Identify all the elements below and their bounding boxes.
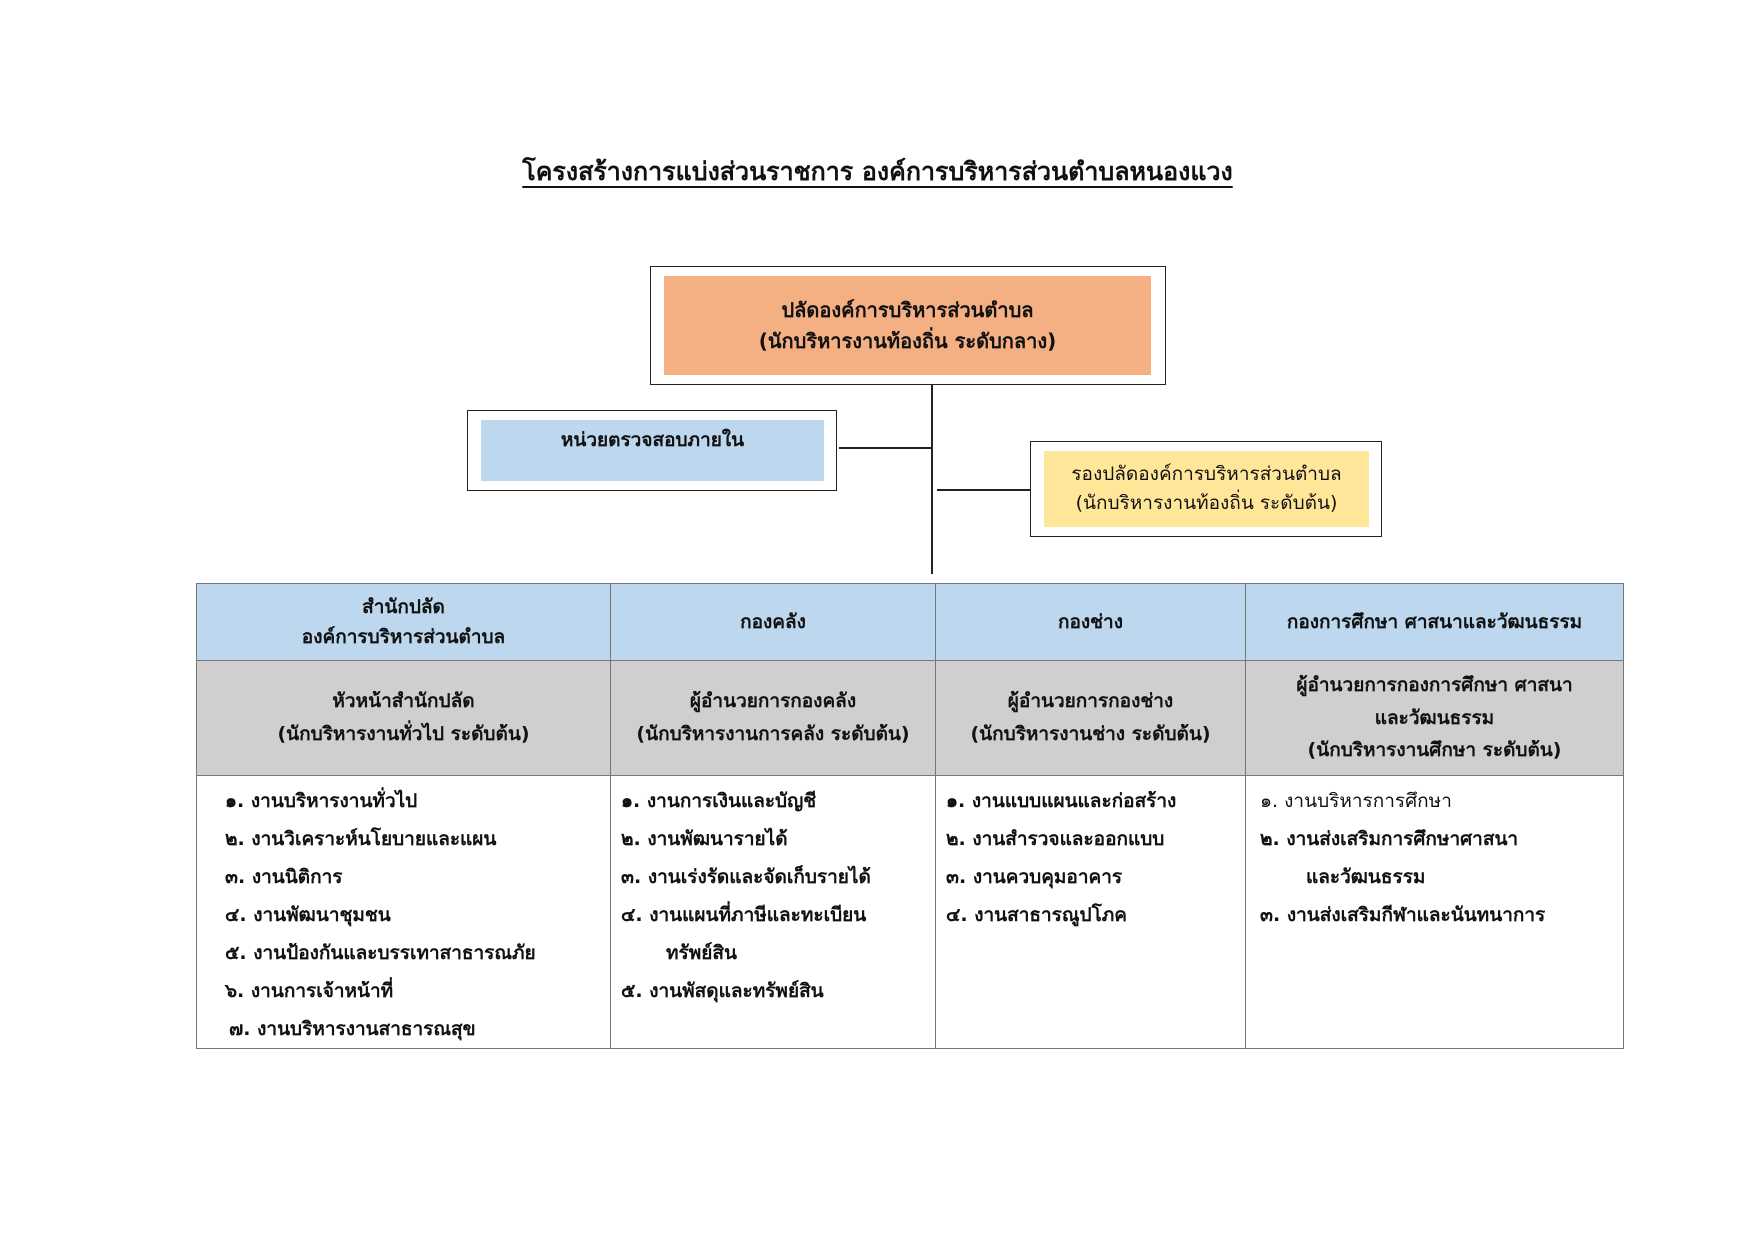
task-item: ๔. งานพัฒนาชุมชน <box>225 904 391 926</box>
tasks-finance: ๑. งานการเงินและบัญชี ๒. งานพัฒนารายได้ … <box>610 775 936 1049</box>
manager-line: (นักบริหารงานทั่วไป ระดับต้น) <box>277 723 530 745</box>
division-header-line: กองคลัง <box>740 610 806 633</box>
task-item: ๒. งานส่งเสริมการศึกษาศาสนา <box>1260 828 1519 850</box>
deputy-connector <box>937 489 1030 491</box>
manager-education: ผู้อำนวยการกองการศึกษา ศาสนา และวัฒนธรรม… <box>1245 660 1624 776</box>
internal-audit-label: หน่วยตรวจสอบภายใน <box>560 429 745 451</box>
tasks-office: ๑. งานบริหารงานทั่วไป ๒. งานวิเคราะห์นโย… <box>196 775 611 1049</box>
manager-office: หัวหน้าสำนักปลัด (นักบริหารงานทั่วไป ระด… <box>196 660 611 776</box>
task-item-continuation: และวัฒนธรรม <box>1306 866 1426 888</box>
division-header-office: สำนักปลัด องค์การบริหารส่วนตำบล <box>196 583 611 661</box>
manager-line: (นักบริหารงานการคลัง ระดับต้น) <box>636 723 910 745</box>
audit-connector <box>839 447 932 449</box>
task-item: ๖. งานการเจ้าหน้าที่ <box>225 980 394 1002</box>
division-header-row: สำนักปลัด องค์การบริหารส่วนตำบล กองคลัง … <box>196 583 1624 661</box>
manager-finance: ผู้อำนวยการกองคลัง (นักบริหารงานการคลัง … <box>610 660 936 776</box>
manager-line: ผู้อำนวยการกองการศึกษา ศาสนา <box>1296 673 1573 696</box>
main-vertical-connector <box>931 385 933 574</box>
page-title: โครงสร้างการแบ่งส่วนราชการ องค์การบริหาร… <box>522 157 1233 186</box>
divisions-table: สำนักปลัด องค์การบริหารส่วนตำบล กองคลัง … <box>196 583 1624 1049</box>
manager-line: ผู้อำนวยการกองคลัง <box>689 690 857 713</box>
division-manager-row: หัวหน้าสำนักปลัด (นักบริหารงานทั่วไป ระด… <box>196 660 1624 776</box>
division-header-engineering: กองช่าง <box>935 583 1246 661</box>
chief-administrator-fill: ปลัดองค์การบริหารส่วนตำบล (นักบริหารงานท… <box>664 276 1151 375</box>
task-item: ๓. งานส่งเสริมกีฬาและนันทนาการ <box>1260 904 1546 926</box>
manager-line: หัวหน้าสำนักปลัด <box>332 690 475 713</box>
internal-audit-box: หน่วยตรวจสอบภายใน <box>467 410 837 491</box>
deputy-administrator-fill: รองปลัดองค์การบริหารส่วนตำบล (นักบริหารง… <box>1044 451 1369 527</box>
manager-line: ผู้อำนวยการกองช่าง <box>1007 690 1174 713</box>
chief-administrator-level: (นักบริหารงานท้องถิ่น ระดับกลาง) <box>758 328 1057 353</box>
task-item: ๑. งานแบบแผนและก่อสร้าง <box>946 790 1177 812</box>
manager-line: และวัฒนธรรม <box>1374 706 1495 729</box>
tasks-engineering: ๑. งานแบบแผนและก่อสร้าง ๒. งานสำรวจและออ… <box>935 775 1246 1049</box>
task-item: ๑. งานการเงินและบัญชี <box>621 790 817 812</box>
task-item: ๒. งานสำรวจและออกแบบ <box>946 828 1165 850</box>
task-item: ๕. งานป้องกันและบรรเทาสาธารณภัย <box>225 942 536 964</box>
task-item: ๑. งานบริหารงานทั่วไป <box>225 790 418 812</box>
deputy-administrator-box: รองปลัดองค์การบริหารส่วนตำบล (นักบริหารง… <box>1030 441 1382 537</box>
internal-audit-fill: หน่วยตรวจสอบภายใน <box>481 420 824 481</box>
task-item: ๕. งานพัสดุและทรัพย์สิน <box>621 980 824 1002</box>
task-item: ๓. งานเร่งรัดและจัดเก็บรายได้ <box>621 866 871 888</box>
chief-administrator-box: ปลัดองค์การบริหารส่วนตำบล (นักบริหารงานท… <box>650 266 1166 385</box>
task-item: ๗. งานบริหารงานสาธารณสุข <box>229 1018 476 1040</box>
division-header-line: กองการศึกษา ศาสนาและวัฒนธรรม <box>1286 610 1583 633</box>
deputy-administrator-level: (นักบริหารงานท้องถิ่น ระดับต้น) <box>1075 492 1338 514</box>
chief-administrator-title: ปลัดองค์การบริหารส่วนตำบล <box>781 297 1034 322</box>
task-item: ๔. งานแผนที่ภาษีและทะเบียน <box>621 904 867 926</box>
division-header-line: สำนักปลัด <box>362 595 445 618</box>
task-item: ๒. งานพัฒนารายได้ <box>621 828 788 850</box>
task-item: ๓. งานนิติการ <box>225 866 343 888</box>
task-item-continuation: ทรัพย์สิน <box>666 942 737 964</box>
division-header-finance: กองคลัง <box>610 583 936 661</box>
division-tasks-row: ๑. งานบริหารงานทั่วไป ๒. งานวิเคราะห์นโย… <box>196 775 1624 1049</box>
deputy-administrator-title: รองปลัดองค์การบริหารส่วนตำบล <box>1071 462 1342 485</box>
manager-engineering: ผู้อำนวยการกองช่าง (นักบริหารงานช่าง ระด… <box>935 660 1246 776</box>
division-header-line: องค์การบริหารส่วนตำบล <box>301 626 506 648</box>
division-header-line: กองช่าง <box>1057 610 1124 633</box>
tasks-education: ๑. งานบริหารการศึกษา ๒. งานส่งเสริมการศึ… <box>1245 775 1624 1049</box>
division-header-education: กองการศึกษา ศาสนาและวัฒนธรรม <box>1245 583 1624 661</box>
manager-line: (นักบริหารงานช่าง ระดับต้น) <box>970 723 1211 745</box>
task-item: ๔. งานสาธารณูปโภค <box>946 904 1128 926</box>
task-item: ๒. งานวิเคราะห์นโยบายและแผน <box>225 828 497 850</box>
manager-line: (นักบริหารงานศึกษา ระดับต้น) <box>1307 739 1562 762</box>
task-item: ๓. งานควบคุมอาคาร <box>946 866 1123 888</box>
task-item: ๑. งานบริหารการศึกษา <box>1260 790 1452 812</box>
